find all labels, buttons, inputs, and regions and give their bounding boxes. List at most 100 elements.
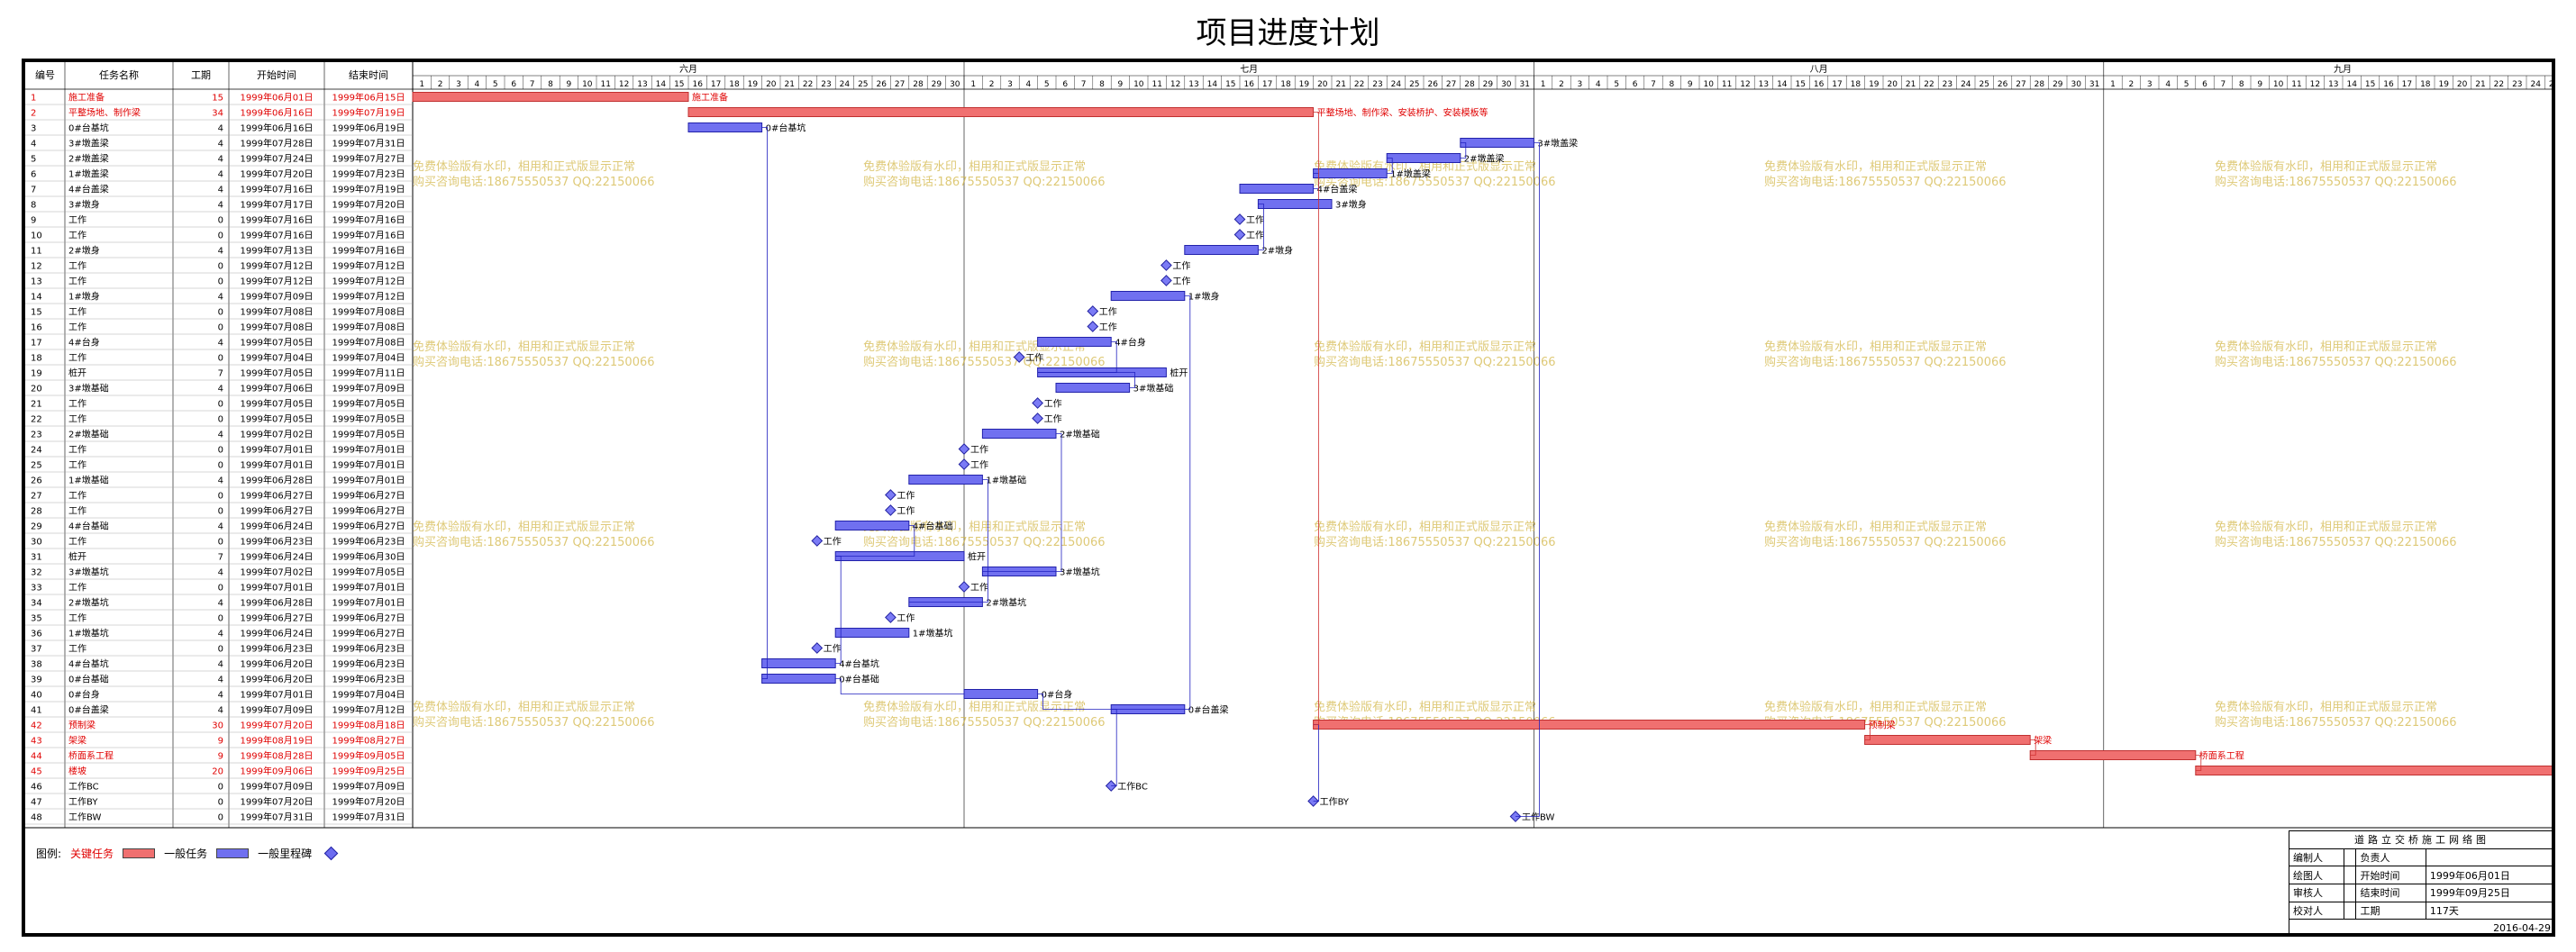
watermark-text: 购买咨询电话:18675550537 QQ:22150066 — [1764, 175, 2007, 189]
task-name: 1#墩身 — [68, 291, 100, 303]
dependency-link — [1313, 112, 1319, 725]
task-bar-label: 4#台身 — [1115, 337, 1146, 349]
task-start: 1999年06月16日 — [241, 122, 314, 134]
day-label: 21 — [2475, 80, 2485, 89]
task-end: 1999年06月15日 — [332, 92, 405, 104]
task-id: 18 — [31, 354, 42, 364]
task-name: 工作 — [68, 307, 86, 318]
task-start: 1999年06月27日 — [241, 505, 314, 517]
day-label: 9 — [1688, 80, 1693, 89]
task-bar — [412, 92, 689, 102]
milestone-label: 工作 — [1246, 231, 1264, 241]
task-name: 工作 — [68, 322, 86, 333]
task-bar-label: 桩开 — [1170, 367, 1188, 379]
day-label: 22 — [1354, 80, 1364, 89]
task-duration: 0 — [218, 461, 223, 471]
milestone-diamond-icon — [1087, 321, 1099, 332]
day-label: 13 — [2328, 80, 2338, 89]
day-label: 15 — [1225, 80, 1235, 89]
task-bar — [1257, 199, 1333, 209]
task-end: 1999年07月16日 — [332, 214, 405, 226]
task-name: 工作 — [68, 399, 86, 410]
day-label: 25 — [1409, 80, 1419, 89]
task-bar-label: 1#墩基坑 — [913, 628, 953, 639]
day-label: 22 — [803, 80, 813, 89]
task-bar — [2195, 766, 2552, 775]
legend-critical-swatch — [123, 848, 156, 858]
task-start: 1999年07月01日 — [241, 444, 314, 456]
task-start: 1999年07月04日 — [241, 352, 314, 364]
day-label: 10 — [1133, 80, 1144, 89]
day-label: 3 — [2147, 80, 2153, 89]
task-bar-label: 2#墩身 — [1261, 245, 1293, 257]
task-id: 42 — [31, 721, 42, 731]
task-bar-label: 1#墩盖梁 — [1390, 168, 1431, 180]
day-label: 22 — [2494, 80, 2504, 89]
task-start: 1999年07月06日 — [241, 383, 314, 394]
task-end: 1999年06月27日 — [332, 521, 405, 532]
watermark-text: 免费体验版有水印，相用和正式版显示正常 — [863, 520, 1086, 534]
task-end: 1999年07月05日 — [332, 567, 405, 578]
task-duration: 4 — [218, 339, 223, 349]
day-label: 27 — [2016, 80, 2025, 89]
watermark-text: 免费体验版有水印，相用和正式版显示正常 — [413, 520, 635, 534]
task-name: 工作 — [68, 231, 86, 241]
day-label: 7 — [1081, 80, 1087, 89]
day-label: 24 — [1961, 80, 1971, 89]
task-duration: 4 — [218, 522, 223, 532]
watermark-text: 购买咨询电话:18675550537 QQ:22150066 — [863, 355, 1106, 369]
task-start: 1999年07月31日 — [241, 811, 314, 823]
task-name: 工作BY — [68, 797, 98, 808]
task-id: 47 — [31, 798, 42, 808]
task-bar — [761, 658, 836, 668]
milestone-label: 工作BC — [1117, 782, 1148, 793]
task-end: 1999年07月05日 — [332, 429, 405, 440]
watermark-text: 购买咨询电话:18675550537 QQ:22150066 — [2215, 535, 2457, 549]
day-label: 1 — [1541, 80, 1546, 89]
day-label: 25 — [858, 80, 868, 89]
day-label: 30 — [1501, 80, 1512, 89]
watermark-text: 购买咨询电话:18675550537 QQ:22150066 — [2215, 715, 2457, 730]
task-duration: 9 — [218, 752, 223, 762]
day-label: 19 — [1869, 80, 1880, 89]
day-label: 24 — [1391, 80, 1402, 89]
chart-title: 项目进度计划 — [1196, 15, 1380, 51]
task-end: 1999年07月01日 — [332, 444, 405, 456]
task-bar — [908, 475, 983, 485]
task-id: 2 — [31, 109, 36, 119]
task-duration: 4 — [218, 675, 223, 685]
dependency-link — [982, 433, 1062, 572]
day-label: 28 — [2034, 80, 2045, 89]
day-label: 12 — [2310, 80, 2320, 89]
signoff-title: 道路立交桥施工网络图 — [2289, 830, 2555, 849]
day-label: 4 — [1596, 80, 1601, 89]
watermark-text: 免费体验版有水印，相用和正式版显示正常 — [863, 159, 1086, 174]
day-label: 4 — [475, 80, 480, 89]
milestone-label: 工作 — [1044, 414, 1062, 425]
task-bar — [981, 429, 1057, 439]
task-bar-label: 0#台基础 — [839, 674, 879, 685]
task-start: 1999年07月12日 — [241, 276, 314, 287]
task-name: 工作 — [68, 277, 86, 287]
watermark-text: 购买咨询电话:18675550537 QQ:22150066 — [1314, 535, 1556, 549]
task-start: 1999年07月09日 — [241, 781, 314, 793]
task-name: 4#台基坑 — [68, 658, 109, 670]
milestone-label: 工作 — [1044, 399, 1062, 410]
dependency-link — [1111, 295, 1191, 710]
task-name: 工作 — [68, 583, 86, 594]
task-start: 1999年07月02日 — [241, 429, 314, 440]
watermark-text: 免费体验版有水印，相用和正式版显示正常 — [413, 340, 635, 354]
day-label: 4 — [1026, 80, 1032, 89]
task-name: 1#墩基坑 — [68, 628, 109, 639]
task-name: 3#墩盖梁 — [68, 138, 109, 150]
task-duration: 4 — [218, 476, 223, 486]
dependency-link — [2195, 755, 2202, 771]
day-label: 9 — [1118, 80, 1124, 89]
day-label: 27 — [1446, 80, 1456, 89]
task-start: 1999年06月23日 — [241, 536, 314, 548]
task-duration: 0 — [218, 216, 223, 226]
milestone-diamond-icon — [958, 443, 970, 455]
legend: 图例: 关键任务 一般任务 一般里程碑 — [36, 844, 339, 862]
task-id: 26 — [31, 476, 42, 486]
